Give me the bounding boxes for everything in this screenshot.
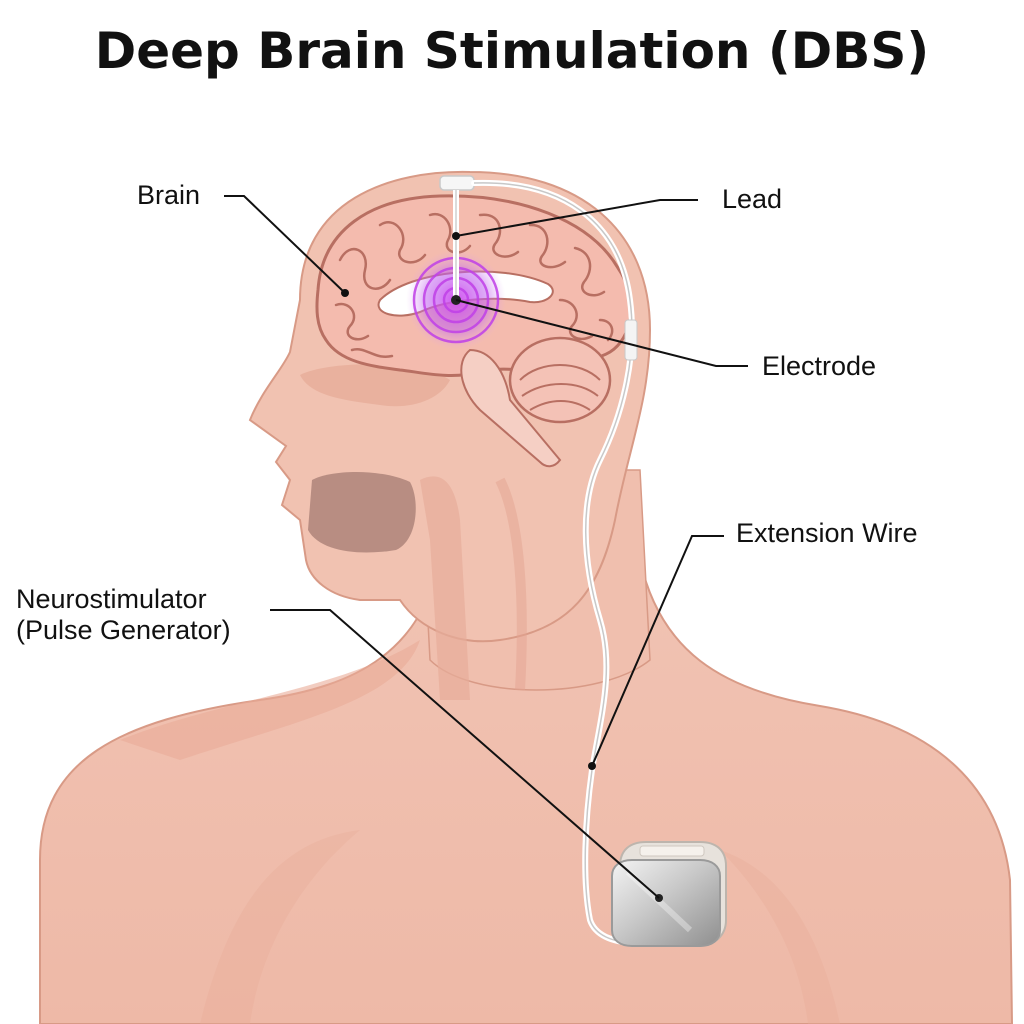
- chest-shading-right: [720, 850, 840, 1024]
- leader-neurostimulator: [270, 609, 660, 899]
- brainstem: [460, 348, 562, 468]
- leader-lead: [455, 199, 698, 237]
- leader-brain: [224, 195, 346, 294]
- cerebellum: [508, 336, 612, 424]
- neurostimulator-device: [611, 841, 727, 947]
- label-extension-wire: Extension Wire: [736, 518, 918, 548]
- nasal-cavity: [300, 364, 450, 407]
- shoulder-shading: [120, 640, 420, 760]
- oral-cavity: [308, 472, 416, 553]
- leader-extension-wire: [591, 535, 724, 767]
- label-neurostimulator-line1: Neurostimulator: [16, 584, 207, 614]
- throat: [420, 476, 470, 700]
- label-lead: Lead: [722, 184, 783, 214]
- leader-dots: [341, 232, 596, 770]
- spine-hint: [495, 477, 527, 691]
- label-brain: Brain: [137, 180, 201, 210]
- label-electrode: Electrode: [762, 351, 877, 381]
- leader-lines: [224, 195, 748, 899]
- leader-electrode: [455, 299, 748, 367]
- label-neurostimulator: Neurostimulator (Pulse Generator): [16, 584, 231, 646]
- wire-connector: [624, 319, 638, 361]
- chest-shading: [200, 830, 360, 1024]
- lead-cap: [439, 175, 475, 191]
- diagram-title: Deep Brain Stimulation (DBS): [94, 22, 930, 80]
- label-neurostimulator-line2: (Pulse Generator): [16, 615, 231, 645]
